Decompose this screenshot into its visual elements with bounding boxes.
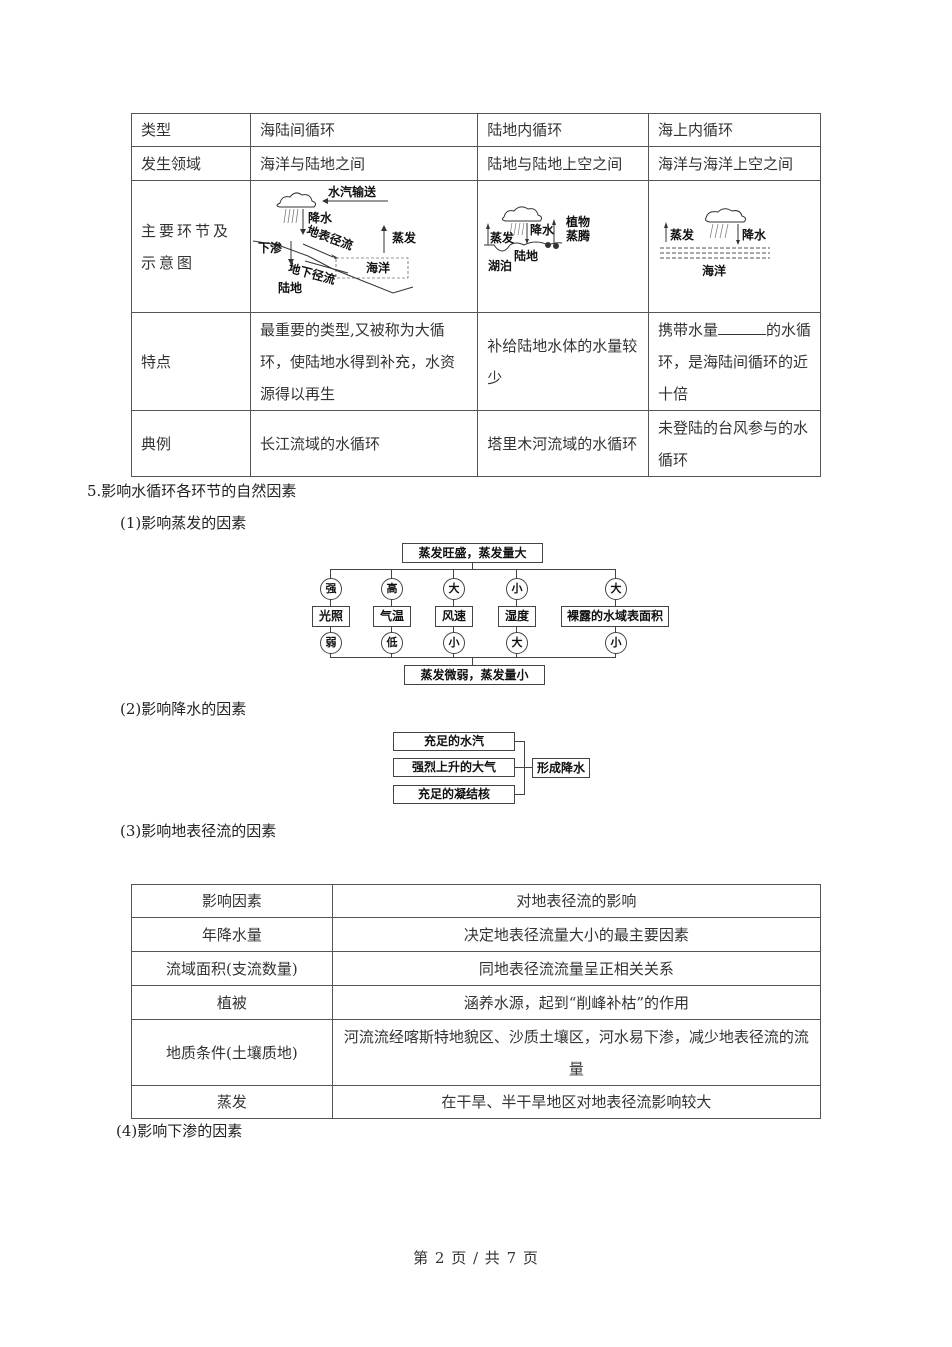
factor-low-circle: 大	[506, 632, 528, 654]
label-evaporation: 蒸发	[490, 231, 515, 245]
precip-input-uplift: 强烈上升的大气	[393, 758, 515, 777]
factor-box-wind: 风速	[435, 606, 473, 627]
cell: 植被	[131, 985, 333, 1020]
page-footer: 第 2 页 / 共 7 页	[413, 1249, 539, 1267]
row-label-feature: 特点	[131, 312, 251, 411]
inland-diagram-graphic	[484, 206, 563, 252]
ocean-cycle-diagram: 蒸发 降水 海洋	[658, 206, 778, 278]
factor-high-circle: 高	[381, 578, 403, 600]
row-label-example: 典例	[131, 410, 251, 477]
cell: 塔里木河流域的水循环	[477, 410, 649, 477]
label-precipitation: 降水	[530, 223, 555, 237]
cell-blank: 携带水量的水循环，是海陆间循环的近十倍	[647, 312, 822, 411]
header-inland: 陆地内循环	[477, 113, 649, 147]
label-evaporation: 蒸发	[670, 228, 695, 242]
cell: 流域面积(支流数量)	[131, 951, 333, 986]
label-ocean: 海洋	[702, 264, 727, 278]
sea-land-diagram-cell	[249, 180, 479, 313]
cell: 同地表径流流量呈正相关关系	[331, 951, 822, 986]
inland-cycle-diagram: 蒸发 降水 植物蒸腾 陆地 湖泊	[484, 205, 604, 275]
subsection-infiltration: (4)影响下渗的因素	[116, 1122, 243, 1140]
factor-high-circle: 小	[506, 578, 528, 600]
factor-box-water-surface: 裸露的水域表面积	[561, 606, 669, 627]
cell: 补给陆地水体的水量较少	[477, 312, 649, 411]
label-infiltration: 下渗	[258, 241, 283, 255]
label-land: 陆地	[278, 281, 303, 295]
label-precipitation: 降水	[742, 228, 767, 242]
factor-box-temperature: 气温	[373, 606, 411, 627]
label-land: 陆地	[514, 249, 539, 263]
header-ocean: 海上内循环	[647, 113, 822, 147]
row-label-domain: 发生领域	[131, 146, 251, 181]
factor-low-circle: 小	[605, 632, 627, 654]
label-evaporation: 蒸发	[392, 231, 417, 245]
cell: 海洋与海洋上空之间	[647, 146, 822, 181]
cell: 未登陆的台风参与的水循环	[647, 410, 822, 477]
fill-in-blank[interactable]	[718, 320, 766, 335]
cell: 陆地与陆地上空之间	[477, 146, 649, 181]
label-lake: 湖泊	[488, 259, 513, 273]
header-impact: 对地表径流的影响	[331, 884, 822, 918]
header-sea-land: 海陆间循环	[249, 113, 479, 147]
cell: 地质条件(土壤质地)	[131, 1019, 333, 1086]
cell: 海洋与陆地之间	[249, 146, 479, 181]
label-transpiration: 植物蒸腾	[566, 215, 591, 243]
sea-land-cycle-diagram: 水汽输送 降水 地表径流 下渗 蒸发 海洋 地下径流 陆地	[248, 181, 476, 311]
subsection-evaporation: (1)影响蒸发的因素	[120, 514, 247, 532]
factor-low-circle: 低	[381, 632, 403, 654]
ocean-diagram-cell	[647, 180, 822, 313]
cell: 长江流域的水循环	[249, 410, 479, 477]
cell: 年降水量	[131, 917, 333, 952]
ocean-diagram-graphic	[660, 208, 770, 259]
label-vapor-transport: 水汽输送	[328, 185, 377, 199]
cell: 涵养水源，起到“削峰补枯”的作用	[331, 985, 822, 1020]
evaporation-low-box: 蒸发微弱，蒸发量小	[404, 665, 545, 685]
header-type: 类型	[131, 113, 251, 147]
factor-box-humidity: 湿度	[498, 606, 536, 627]
runoff-factors-table: 影响因素 对地表径流的影响 年降水量 决定地表径流量大小的最主要因素 流域面积(…	[131, 884, 822, 1119]
section-5-title: 5.影响水循环各环节的自然因素	[87, 482, 297, 500]
water-cycle-table: 类型 海陆间循环 陆地内循环 海上内循环 发生领域 海洋与陆地之间 陆地与陆地上…	[131, 113, 822, 477]
cell: 决定地表径流量大小的最主要因素	[331, 917, 822, 952]
cell: 最重要的类型,又被称为大循环，使陆地水得到补充，水资源得以再生	[249, 312, 479, 411]
factor-box-light: 光照	[312, 606, 350, 627]
row-label-diagram: 主要环节及示意图	[131, 180, 251, 313]
precip-input-vapor: 充足的水汽	[393, 732, 515, 751]
cell: 河流流经喀斯特地貌区、沙质土壤区，河水易下渗，减少地表径流的流量	[331, 1019, 822, 1086]
label-precipitation: 降水	[308, 211, 333, 225]
factor-low-circle: 弱	[320, 632, 342, 654]
label-ocean: 海洋	[366, 261, 391, 275]
factor-high-circle: 强	[320, 578, 342, 600]
factor-high-circle: 大	[605, 578, 627, 600]
header-factor: 影响因素	[131, 884, 333, 918]
factor-high-circle: 大	[443, 578, 465, 600]
subsection-runoff: (3)影响地表径流的因素	[120, 822, 277, 840]
subsection-precipitation: (2)影响降水的因素	[120, 700, 247, 718]
factor-low-circle: 小	[443, 632, 465, 654]
cell: 在干旱、半干旱地区对地表径流影响较大	[331, 1085, 822, 1119]
inland-diagram-cell	[477, 180, 649, 313]
cell: 蒸发	[131, 1085, 333, 1119]
evaporation-high-box: 蒸发旺盛，蒸发量大	[402, 543, 543, 563]
sea-land-diagram-graphic	[252, 192, 414, 294]
precip-input-nuclei: 充足的凝结核	[393, 785, 515, 804]
precip-output-box: 形成降水	[532, 758, 590, 778]
